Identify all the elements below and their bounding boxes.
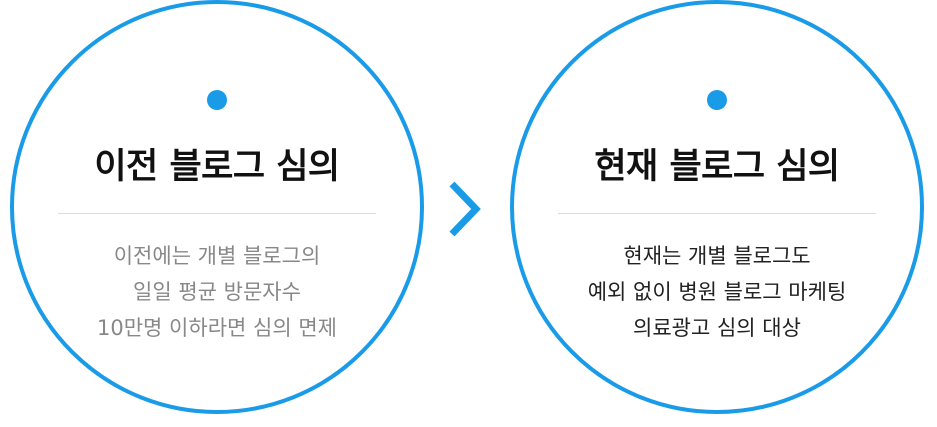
after-line-3: 의료광고 심의 대상 (633, 316, 801, 340)
after-line-1: 현재는 개별 블로그도 (623, 244, 811, 268)
before-line-3: 10만명 이하라면 심의 면제 (97, 316, 337, 340)
before-title: 이전 블로그 심의 (94, 147, 340, 187)
bullet-dot-icon (207, 90, 227, 110)
after-circle-card: 현재 블로그 심의 현재는 개별 블로그도 예외 없이 병원 블로그 마케팅 의… (510, 0, 924, 414)
divider (558, 213, 876, 214)
before-circle-card: 이전 블로그 심의 이전에는 개별 블로그의 일일 평균 방문자수 10만명 이… (10, 0, 424, 414)
before-line-2: 일일 평균 방문자수 (133, 280, 301, 304)
chevron-right-icon (449, 181, 481, 237)
after-line-2: 예외 없이 병원 블로그 마케팅 (587, 280, 847, 304)
divider (58, 213, 376, 214)
before-description: 이전에는 개별 블로그의 일일 평균 방문자수 10만명 이하라면 심의 면제 (14, 238, 420, 346)
after-description: 현재는 개별 블로그도 예외 없이 병원 블로그 마케팅 의료광고 심의 대상 (514, 238, 920, 346)
before-line-1: 이전에는 개별 블로그의 (113, 244, 321, 268)
after-title: 현재 블로그 심의 (594, 147, 840, 187)
bullet-dot-icon (707, 90, 727, 110)
